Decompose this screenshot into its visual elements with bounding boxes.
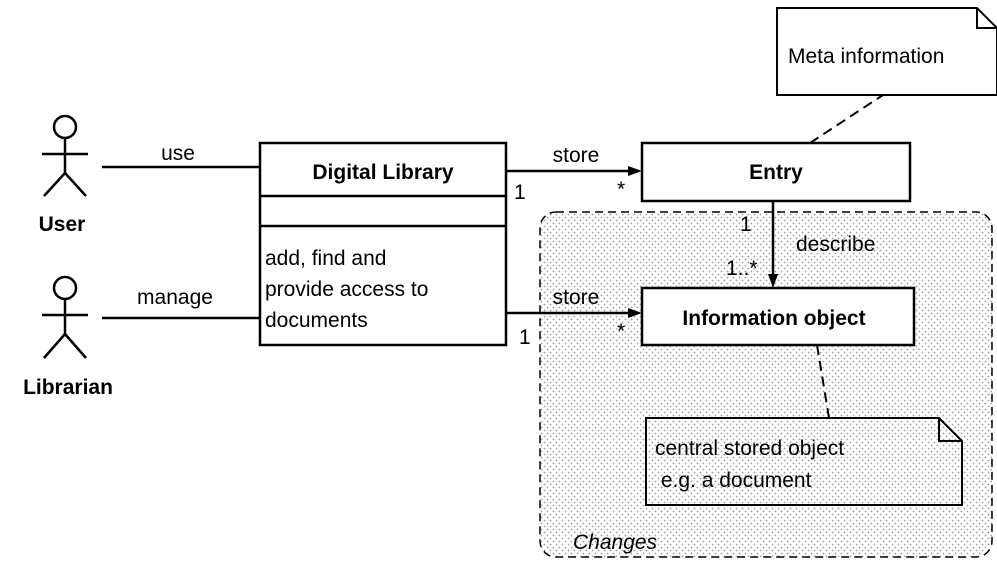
store-entry-label: store (553, 144, 600, 167)
digital-library-operation-line: add, find and (265, 247, 386, 270)
entry-class[interactable]: Entry (640, 141, 912, 203)
stick-figure-icon (42, 275, 88, 359)
store-info-label: store (553, 286, 600, 309)
describe-source-multiplicity: 1 (740, 213, 752, 236)
store-info-target-multiplicity: * (617, 320, 625, 343)
manage-association: manage (102, 286, 260, 320)
librarian-actor[interactable]: Librarian (23, 275, 113, 399)
manage-label: manage (137, 286, 213, 309)
describe-target-multiplicity: 1..* (726, 257, 758, 280)
use-association: use (102, 142, 260, 169)
describe-label: describe (796, 233, 875, 256)
user-actor[interactable]: User (39, 114, 88, 236)
digital-library-operation-line: provide access to (265, 278, 428, 301)
meta-information-text: Meta information (788, 45, 944, 68)
digital-library-operation-line: documents (265, 309, 368, 332)
digital-library-class[interactable]: Digital Library add, find and provide ac… (258, 141, 508, 347)
store-entry-association: store 1 * (506, 144, 642, 204)
stick-figure-icon (42, 114, 88, 197)
meta-information-note: Meta information (776, 7, 997, 144)
store-entry-target-multiplicity: * (617, 178, 625, 201)
store-entry-source-multiplicity: 1 (514, 181, 526, 204)
entry-name: Entry (749, 161, 803, 184)
information-object-name: Information object (682, 307, 865, 330)
store-info-source-multiplicity: 1 (519, 326, 531, 349)
central-object-note: central stored object e.g. a document (645, 344, 963, 506)
changes-region-label: Changes (573, 531, 658, 554)
information-object-class[interactable]: Information object (640, 286, 916, 347)
describe-association: 1 describe 1..* (726, 201, 875, 288)
central-note-line: e.g. a document (655, 469, 812, 492)
central-note-line: central stored object (655, 437, 844, 460)
librarian-label: Librarian (23, 376, 113, 399)
use-label: use (161, 142, 195, 165)
store-info-association: store 1 * (506, 286, 642, 349)
user-label: User (39, 213, 86, 236)
digital-library-name: Digital Library (312, 161, 454, 184)
